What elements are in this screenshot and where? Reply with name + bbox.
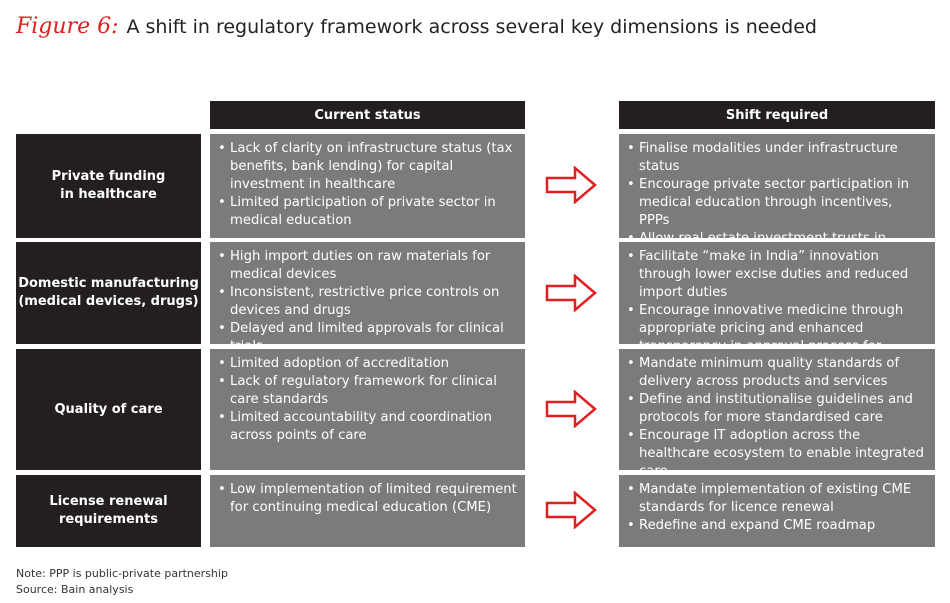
row-label-quality-of-care: Quality of care bbox=[16, 349, 201, 470]
list-item: Mandate minimum quality standards of del… bbox=[627, 355, 927, 391]
list-item: High import duties on raw materials for … bbox=[218, 248, 517, 284]
footnote: Note: PPP is public-private partnership bbox=[16, 567, 228, 580]
row-label-line2: requirements bbox=[58, 512, 159, 527]
outlined-right-arrow-icon bbox=[545, 274, 597, 312]
outlined-right-arrow-icon bbox=[545, 491, 597, 529]
header-current-status: Current status bbox=[210, 101, 525, 129]
header-shift-required: Shift required bbox=[619, 101, 935, 129]
list-item: Limited accountability and coordination … bbox=[218, 409, 517, 445]
figure-label: Figure 6: bbox=[16, 14, 119, 39]
row-label-line1: License renewal bbox=[49, 494, 168, 509]
shift-cell-private-funding: Finalise modalities under infrastructure… bbox=[619, 134, 935, 264]
current-cell-domestic-manufacturing: High import duties on raw materials for … bbox=[210, 242, 525, 354]
list-item: Redefine and expand CME roadmap bbox=[627, 517, 927, 535]
list-item: Delayed and limited approvals for clinic… bbox=[218, 320, 517, 356]
row-label-line2: in healthcare bbox=[60, 187, 157, 202]
list-item: Define and institutionalise guidelines a… bbox=[627, 391, 927, 427]
figure-title: Figure 6: A shift in regulatory framework… bbox=[16, 14, 817, 39]
row-label-line1: Quality of care bbox=[54, 401, 163, 417]
row-label-private-funding: Private funding in healthcare bbox=[16, 134, 201, 238]
row-label-domestic-manufacturing: Domestic manufacturing (medical devices, … bbox=[16, 242, 201, 344]
shift-cell-license-renewal: Mandate implementation of existing CME s… bbox=[619, 475, 935, 547]
list-item: Limited adoption of accreditation bbox=[218, 355, 517, 373]
list-item: Low implementation of limited requiremen… bbox=[218, 481, 517, 517]
row-label-line2: (medical devices, drugs) bbox=[18, 294, 199, 309]
list-item: Encourage IT adoption across the healthc… bbox=[627, 427, 927, 481]
shift-cell-quality-of-care: Mandate minimum quality standards of del… bbox=[619, 349, 935, 479]
outlined-right-arrow-icon bbox=[545, 390, 597, 428]
current-cell-license-renewal: Low implementation of limited requiremen… bbox=[210, 475, 525, 547]
shift-cell-domestic-manufacturing: Facilitate “make in India” innovation th… bbox=[619, 242, 935, 372]
list-item: Lack of clarity on infrastructure status… bbox=[218, 140, 517, 194]
list-item: Limited participation of private sector … bbox=[218, 194, 517, 230]
list-item: Mandate implementation of existing CME s… bbox=[627, 481, 927, 517]
source-note: Source: Bain analysis bbox=[16, 583, 134, 596]
outlined-right-arrow-icon bbox=[545, 166, 597, 204]
row-label-license-renewal: License renewal requirements bbox=[16, 475, 201, 547]
list-item: Encourage private sector participation i… bbox=[627, 176, 927, 230]
list-item: Lack of regulatory framework for clinica… bbox=[218, 373, 517, 409]
row-label-line1: Private funding bbox=[51, 169, 166, 184]
list-item: Facilitate “make in India” innovation th… bbox=[627, 248, 927, 302]
current-cell-quality-of-care: Limited adoption of accreditation Lack o… bbox=[210, 349, 525, 470]
list-item: Inconsistent, restrictive price controls… bbox=[218, 284, 517, 320]
current-cell-private-funding: Lack of clarity on infrastructure status… bbox=[210, 134, 525, 238]
list-item: Finalise modalities under infrastructure… bbox=[627, 140, 927, 176]
row-label-line1: Domestic manufacturing bbox=[18, 276, 199, 291]
figure-title-text: A shift in regulatory framework across s… bbox=[126, 16, 817, 38]
